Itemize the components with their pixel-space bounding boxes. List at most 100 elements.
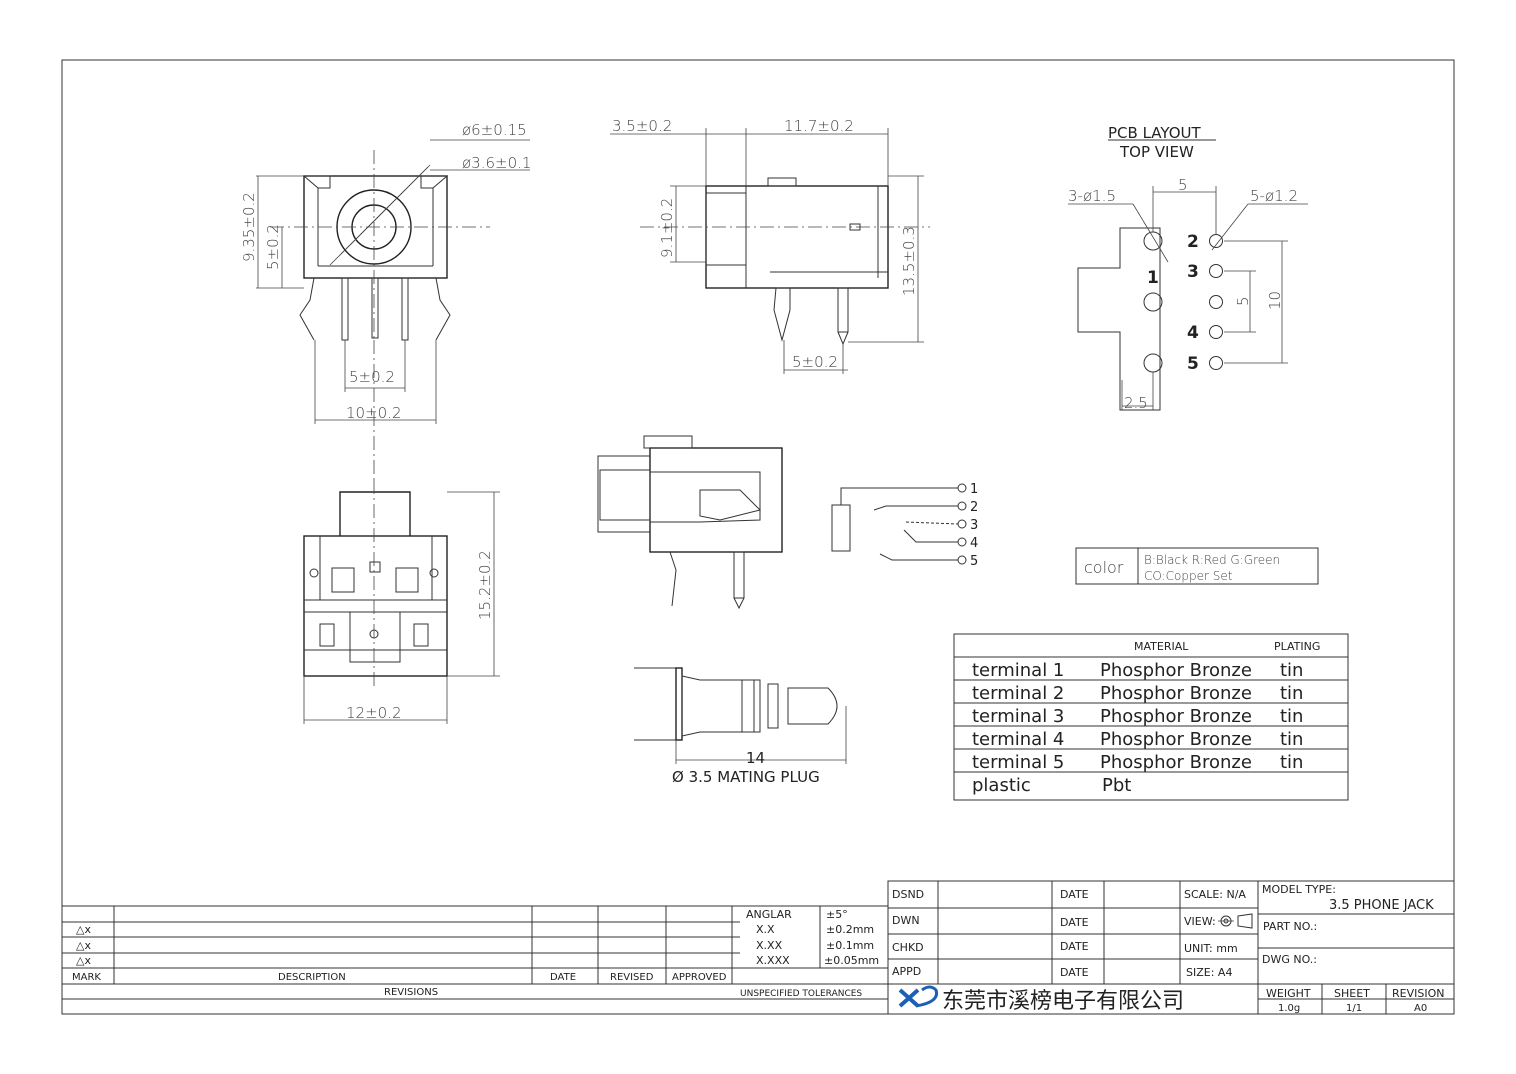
title-date: DATE bbox=[1060, 888, 1089, 901]
pcb-top-spacing: 5 bbox=[1178, 176, 1188, 194]
revisions-header-revised: REVISED bbox=[610, 972, 654, 983]
view-projection-icon bbox=[1218, 913, 1253, 929]
revisions-header-description: DESCRIPTION bbox=[278, 972, 346, 983]
bottom-width: 12±0.2 bbox=[346, 704, 402, 722]
revision-mark: △x bbox=[76, 939, 91, 952]
schematic-pin-3: 3 bbox=[970, 518, 978, 533]
pcb-mid-spacing: 5 bbox=[1234, 296, 1252, 306]
pcb-pin-5: 5 bbox=[1187, 354, 1199, 374]
revisions-header-date: DATE bbox=[550, 972, 576, 983]
front-pin-pitch: 5±0.2 bbox=[349, 368, 395, 386]
title-revision: A0 bbox=[1414, 1003, 1427, 1014]
color-legend bbox=[1075, 547, 1319, 585]
title-chkd: CHKD bbox=[892, 941, 924, 954]
front-height-total: 9.35±0.2 bbox=[240, 192, 258, 262]
tolerance-label: ANGLAR bbox=[746, 908, 792, 921]
pcb-pin-1: 1 bbox=[1147, 268, 1159, 288]
materials-row-part: terminal 2 bbox=[972, 683, 1064, 704]
materials-row-material: Phosphor Bronze bbox=[1100, 660, 1252, 681]
materials-row-plating: tin bbox=[1280, 752, 1303, 773]
materials-row-part: terminal 5 bbox=[972, 752, 1064, 773]
title-dwn: DWN bbox=[892, 914, 920, 927]
front-dia-outer: ø6±0.15 bbox=[462, 121, 527, 139]
pcb-small-holes: 5-ø1.2 bbox=[1250, 187, 1298, 205]
side-height-total: 13.5±0.3 bbox=[900, 226, 918, 296]
revisions-footer: REVISIONS bbox=[384, 987, 438, 998]
materials-row-plating: tin bbox=[1280, 683, 1303, 704]
front-width-pins: 10±0.2 bbox=[346, 404, 402, 422]
title-revision-label: REVISION bbox=[1392, 987, 1444, 1000]
tolerance-value: ±0.2mm bbox=[826, 923, 874, 936]
title-sheet-label: SHEET bbox=[1334, 987, 1370, 1000]
materials-row-part: plastic bbox=[972, 775, 1031, 796]
materials-table bbox=[953, 633, 1349, 801]
materials-row-material: Phosphor Bronze bbox=[1100, 706, 1252, 727]
title-appd: APPD bbox=[892, 965, 921, 978]
color-legend-label: color bbox=[1084, 558, 1124, 577]
side-pin-offset: 5±0.2 bbox=[792, 353, 838, 371]
color-legend-line1: B:Black R:Red G:Green bbox=[1144, 553, 1280, 567]
revisions-header-approved: APPROVED bbox=[672, 972, 727, 983]
title-dwg-no-label: DWG NO.: bbox=[1262, 953, 1317, 966]
schematic bbox=[831, 483, 967, 565]
side-height-body: 9.1±0.2 bbox=[658, 198, 676, 258]
pcb-pin-3: 3 bbox=[1187, 262, 1199, 282]
company-logo bbox=[898, 985, 939, 1008]
materials-row-material: Phosphor Bronze bbox=[1100, 752, 1252, 773]
schematic-pin-4: 4 bbox=[970, 536, 978, 551]
sheet-border bbox=[61, 59, 1455, 1015]
title-block bbox=[887, 880, 1455, 1015]
materials-row-part: terminal 4 bbox=[972, 729, 1064, 750]
title-unit: UNIT: mm bbox=[1184, 942, 1238, 955]
materials-row-material: Phosphor Bronze bbox=[1100, 683, 1252, 704]
plug-caption: Ø 3.5 MATING PLUG bbox=[672, 768, 820, 786]
pcb-pin-4: 4 bbox=[1187, 323, 1199, 343]
revision-mark: △x bbox=[76, 923, 91, 936]
materials-row-part: terminal 1 bbox=[972, 660, 1064, 681]
title-date: DATE bbox=[1060, 966, 1089, 979]
materials-header-plating: PLATING bbox=[1274, 640, 1320, 653]
tolerance-value: ±0.1mm bbox=[826, 939, 874, 952]
tolerances-footer: UNSPECIFIED TOLERANCES bbox=[740, 989, 862, 999]
pcb-subtitle: TOP VIEW bbox=[1119, 143, 1194, 161]
title-size: SIZE: A4 bbox=[1186, 966, 1232, 979]
schematic-pin-2: 2 bbox=[970, 500, 978, 515]
title-weight-label: WEIGHT bbox=[1266, 987, 1311, 1000]
side-len-body: 11.7±0.2 bbox=[784, 117, 854, 135]
revisions-header-mark: MARK bbox=[72, 972, 101, 983]
plug-length: 14 bbox=[746, 749, 765, 767]
bottom-length: 15.2±0.2 bbox=[476, 550, 494, 620]
materials-row-material: Phosphor Bronze bbox=[1100, 729, 1252, 750]
tolerance-value: ±5° bbox=[826, 908, 848, 921]
side-len-front: 3.5±0.2 bbox=[612, 117, 672, 135]
materials-row-part: terminal 3 bbox=[972, 706, 1064, 727]
materials-row-plating: tin bbox=[1280, 660, 1303, 681]
revision-mark: △x bbox=[76, 954, 91, 967]
schematic-pin-5: 5 bbox=[970, 554, 978, 569]
tolerance-value: ±0.05mm bbox=[824, 954, 879, 967]
pcb-pin-2: 2 bbox=[1187, 232, 1199, 252]
materials-row-plating: tin bbox=[1280, 729, 1303, 750]
pcb-big-holes: 3-ø1.5 bbox=[1068, 187, 1116, 205]
title-view: VIEW: bbox=[1184, 915, 1216, 928]
title-dsnd: DSND bbox=[892, 888, 924, 901]
schematic-pin-1: 1 bbox=[970, 482, 978, 497]
materials-row-plating: tin bbox=[1280, 706, 1303, 727]
front-dia-inner: ø3.6±0.1 bbox=[462, 154, 531, 172]
pcb-title: PCB LAYOUT bbox=[1108, 124, 1202, 142]
bottom-view bbox=[303, 480, 500, 724]
title-date: DATE bbox=[1060, 940, 1089, 953]
title-weight: 1.0g bbox=[1278, 1003, 1300, 1014]
pcb-side-spacing: 10 bbox=[1266, 291, 1284, 310]
section-view bbox=[597, 435, 783, 610]
pcb-edge-spacing: 2.5 bbox=[1124, 394, 1148, 412]
title-scale: SCALE: N/A bbox=[1184, 888, 1246, 901]
tolerance-label: X.X bbox=[756, 923, 775, 936]
materials-row-material: Pbt bbox=[1102, 775, 1131, 796]
front-height-center: 5±0.2 bbox=[264, 224, 282, 270]
title-date: DATE bbox=[1060, 916, 1089, 929]
side-view bbox=[610, 128, 930, 374]
revisions-block bbox=[62, 905, 888, 1000]
title-company: 东莞市溪榜电子有限公司 bbox=[942, 989, 1184, 1014]
